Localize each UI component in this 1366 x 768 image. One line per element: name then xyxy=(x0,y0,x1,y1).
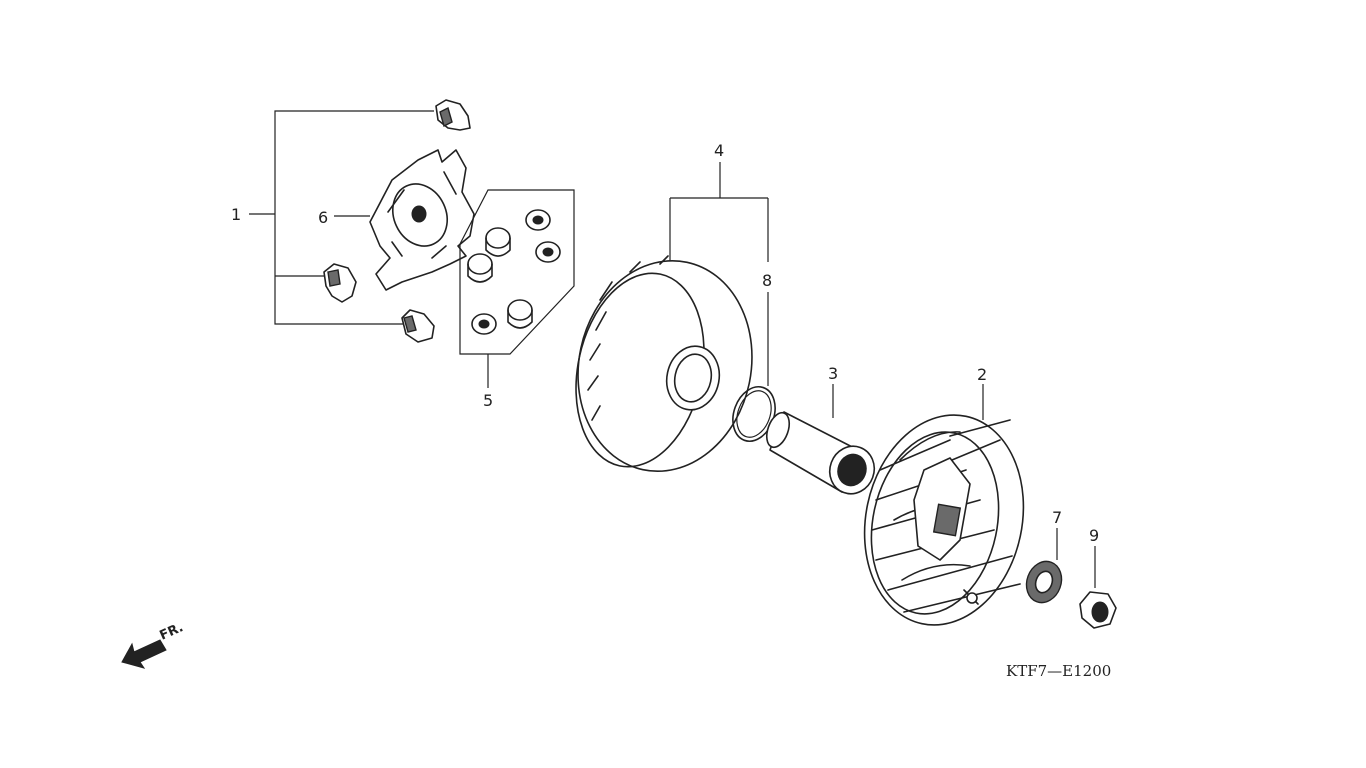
weight-roller xyxy=(535,241,561,263)
callout-8: 8 xyxy=(762,271,772,290)
nut xyxy=(1079,546,1117,629)
callout-1: 1 xyxy=(231,205,241,224)
front-direction-arrow: FR. xyxy=(121,620,186,669)
callout-2: 2 xyxy=(977,365,987,384)
callout-3: 3 xyxy=(828,364,838,383)
weight-roller xyxy=(525,209,551,231)
drawing-code: KTF7—E1200 xyxy=(1006,662,1111,680)
weight-roller xyxy=(471,313,497,335)
washer xyxy=(1025,528,1063,604)
weight-roller xyxy=(507,299,533,329)
slide-piece-bottom xyxy=(401,309,435,343)
callout-4: 4 xyxy=(714,141,724,160)
arrow-left-icon xyxy=(121,639,167,669)
drive-face-fan xyxy=(863,384,1025,626)
front-marker-label: FR. xyxy=(158,620,186,643)
callout-7: 7 xyxy=(1052,508,1062,527)
callout-6: 6 xyxy=(318,208,328,227)
callout-5: 5 xyxy=(483,391,493,410)
slide-piece-top xyxy=(435,99,471,131)
weight-roller-set xyxy=(459,189,575,388)
callout-9: 9 xyxy=(1089,526,1099,545)
slide-piece-middle xyxy=(323,263,357,303)
weight-roller xyxy=(485,227,511,257)
movable-drive-face xyxy=(575,162,769,473)
ramp-plate-assembly xyxy=(249,99,475,343)
collar xyxy=(765,384,876,495)
weight-roller xyxy=(467,253,493,283)
